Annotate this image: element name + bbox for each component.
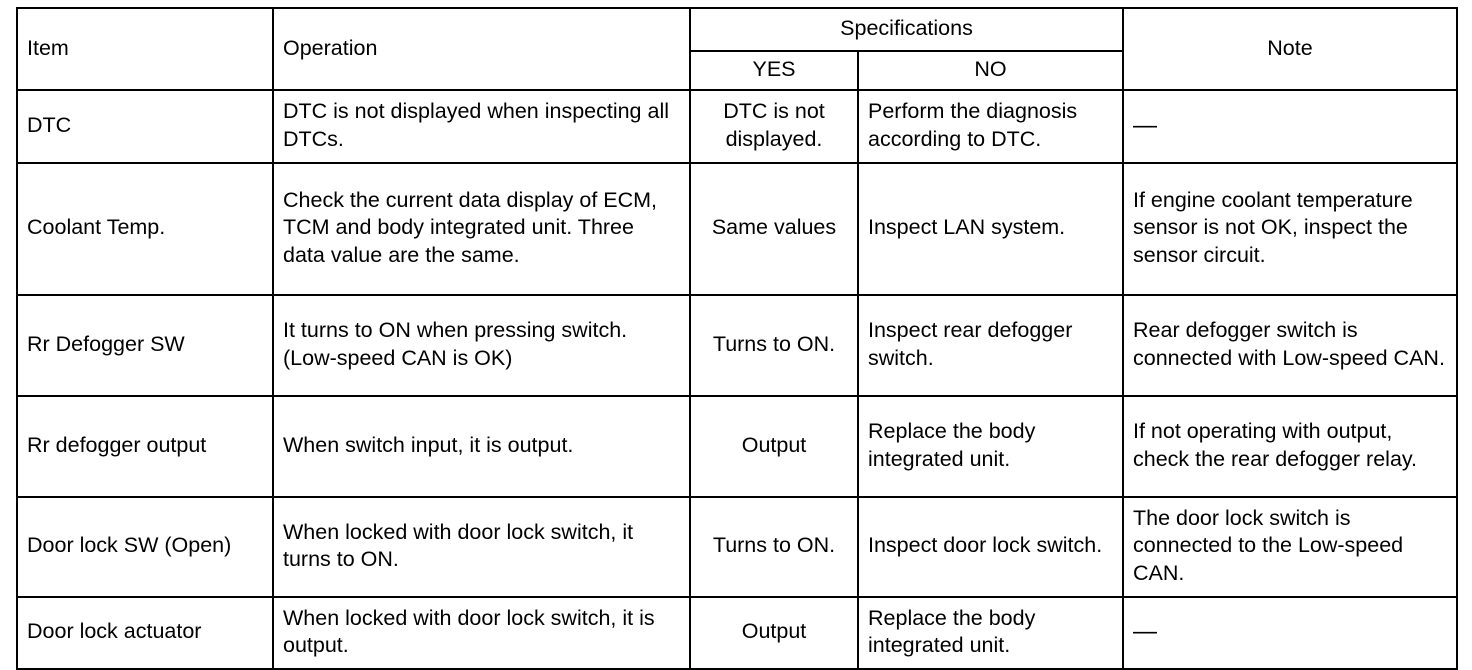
- cell-item-text: Door lock actuator: [27, 619, 202, 644]
- cell-no: Inspect door lock switch.: [857, 495, 1124, 598]
- column-header-specifications-label: Specifications: [840, 16, 973, 41]
- cell-no: Perform the diagnosis according to DTC.: [857, 88, 1124, 164]
- cell-item-text: Coolant Temp.: [27, 215, 166, 240]
- cell-item: Rr defogger output: [16, 394, 274, 498]
- cell-operation-text: When switch input, it is output.: [283, 432, 574, 457]
- cell-operation: Check the current data display of ECM, T…: [272, 161, 691, 296]
- cell-no: Inspect rear defogger switch.: [857, 293, 1124, 397]
- table-row: DTC DTC is not displayed when inspecting…: [16, 88, 1458, 164]
- column-header-yes-label: YES: [752, 57, 796, 81]
- column-header-no: NO: [857, 50, 1124, 91]
- cell-note: —: [1122, 88, 1458, 164]
- cell-note: —: [1122, 595, 1458, 670]
- cell-no-text: Inspect rear defogger switch.: [868, 318, 1073, 370]
- cell-operation: When switch input, it is output.: [272, 394, 691, 498]
- cell-no-text: Replace the body integrated unit.: [868, 605, 1036, 658]
- cell-no-text: Inspect door lock switch.: [868, 533, 1103, 558]
- cell-item: Rr Defogger SW: [16, 293, 274, 397]
- cell-yes: Output: [689, 394, 859, 498]
- cell-note: If not operating with output, check the …: [1122, 394, 1458, 498]
- table-row: Coolant Temp. Check the current data dis…: [16, 161, 1458, 296]
- column-header-note-label: Note: [1267, 35, 1313, 60]
- cell-no: Replace the body integrated unit.: [857, 595, 1124, 670]
- cell-yes: DTC is not displayed.: [689, 88, 859, 164]
- cell-operation-text: It turns to ON when pressing switch. (Lo…: [283, 318, 628, 370]
- cell-operation: When locked with door lock switch, it tu…: [272, 495, 691, 598]
- specification-table-container: Item Operation Specifications Note YES N…: [16, 7, 1458, 670]
- cell-note-text: The door lock switch is connected to the…: [1133, 505, 1404, 586]
- cell-item-text: Door lock SW (Open): [27, 533, 232, 558]
- cell-no: Replace the body integrated unit.: [857, 394, 1124, 498]
- cell-no-text: Inspect LAN system.: [868, 215, 1066, 240]
- cell-yes-text: DTC is not displayed.: [723, 99, 825, 151]
- cell-note: The door lock switch is connected to the…: [1122, 495, 1458, 598]
- cell-yes-text: Turns to ON.: [712, 533, 836, 558]
- table-header: Item Operation Specifications Note YES N…: [16, 7, 1458, 91]
- cell-note-text: If not operating with output, check the …: [1133, 419, 1418, 471]
- table-row: Rr Defogger SW It turns to ON when press…: [16, 293, 1458, 397]
- cell-operation-text: Check the current data display of ECM, T…: [283, 187, 658, 268]
- cell-note-text: —: [1133, 618, 1157, 646]
- table-row: Door lock SW (Open) When locked with doo…: [16, 495, 1458, 598]
- cell-item: Coolant Temp.: [16, 161, 274, 296]
- cell-no-text: Replace the body integrated unit.: [868, 419, 1036, 471]
- table-row: Rr defogger output When switch input, it…: [16, 394, 1458, 498]
- cell-yes: Turns to ON.: [689, 495, 859, 598]
- column-header-no-label: NO: [974, 57, 1007, 81]
- column-header-operation-label: Operation: [283, 35, 378, 60]
- cell-operation-text: DTC is not displayed when inspecting all…: [283, 99, 670, 151]
- cell-note-text: Rear defogger switch is connected with L…: [1133, 318, 1445, 370]
- column-header-item-label: Item: [27, 35, 69, 60]
- header-row-primary: Item Operation Specifications Note: [16, 7, 1458, 91]
- cell-yes: Turns to ON.: [689, 293, 859, 397]
- cell-operation-text: When locked with door lock switch, it is…: [283, 605, 655, 658]
- cell-no: Inspect LAN system.: [857, 161, 1124, 296]
- cell-yes-text: Output: [741, 432, 807, 457]
- column-header-yes: YES: [689, 50, 859, 91]
- table-row: Door lock actuator When locked with door…: [16, 595, 1458, 670]
- cell-item: DTC: [16, 88, 274, 164]
- column-header-operation: Operation: [272, 7, 691, 91]
- cell-yes-text: Turns to ON.: [712, 331, 836, 356]
- cell-item-text: Rr defogger output: [27, 432, 207, 457]
- cell-operation-text: When locked with door lock switch, it tu…: [283, 519, 634, 572]
- cell-no-text: Perform the diagnosis according to DTC.: [868, 99, 1078, 151]
- table-body: DTC DTC is not displayed when inspecting…: [16, 88, 1458, 670]
- header-row-secondary: YES NO: [17, 50, 1457, 91]
- cell-operation: When locked with door lock switch, it is…: [272, 595, 691, 670]
- cell-yes-text: Output: [741, 619, 807, 644]
- cell-note: Rear defogger switch is connected with L…: [1122, 293, 1458, 397]
- cell-note-text: If engine coolant temperature sensor is …: [1133, 187, 1413, 268]
- column-header-specifications: Specifications: [689, 7, 1124, 52]
- cell-operation: It turns to ON when pressing switch. (Lo…: [272, 293, 691, 397]
- cell-note: If engine coolant temperature sensor is …: [1122, 161, 1458, 296]
- cell-note-text: —: [1133, 111, 1157, 139]
- cell-item: Door lock SW (Open): [16, 495, 274, 598]
- cell-yes: Output: [689, 595, 859, 670]
- cell-item: Door lock actuator: [16, 595, 274, 670]
- cell-item-text: Rr Defogger SW: [27, 331, 185, 356]
- cell-operation: DTC is not displayed when inspecting all…: [272, 88, 691, 164]
- column-header-note: Note: [1122, 7, 1458, 91]
- inspection-specification-table: Item Operation Specifications Note YES N…: [16, 7, 1458, 670]
- cell-yes: Same values: [689, 161, 859, 296]
- column-header-item: Item: [16, 7, 274, 91]
- cell-yes-text: Same values: [711, 215, 837, 240]
- cell-item-text: DTC: [27, 112, 72, 137]
